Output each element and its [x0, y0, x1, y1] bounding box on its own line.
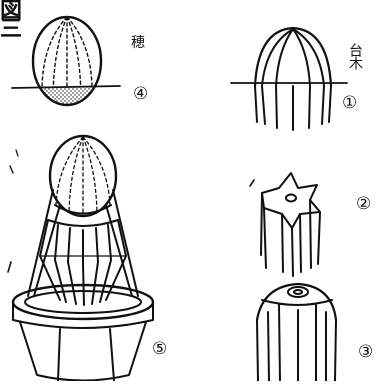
grafted-cactus-figure: [8, 136, 153, 381]
rootstock-step2-figure: [250, 173, 320, 276]
scion-cut-line: [12, 86, 120, 88]
step-label-4: ④: [133, 86, 148, 103]
step-label-3: ③: [358, 344, 373, 361]
step-label-2: ②: [356, 196, 371, 213]
step-label-5: ⑤: [152, 341, 167, 358]
rootstock-step3-figure: [257, 284, 336, 381]
rootstock-step1-figure: [231, 28, 347, 130]
figure-heading-line2: 三: [0, 18, 22, 40]
step-label-1: ①: [342, 95, 357, 112]
scion-label: 穂: [131, 36, 145, 50]
rootstock-label: 台木: [348, 43, 362, 69]
scion-figure: [12, 17, 120, 105]
